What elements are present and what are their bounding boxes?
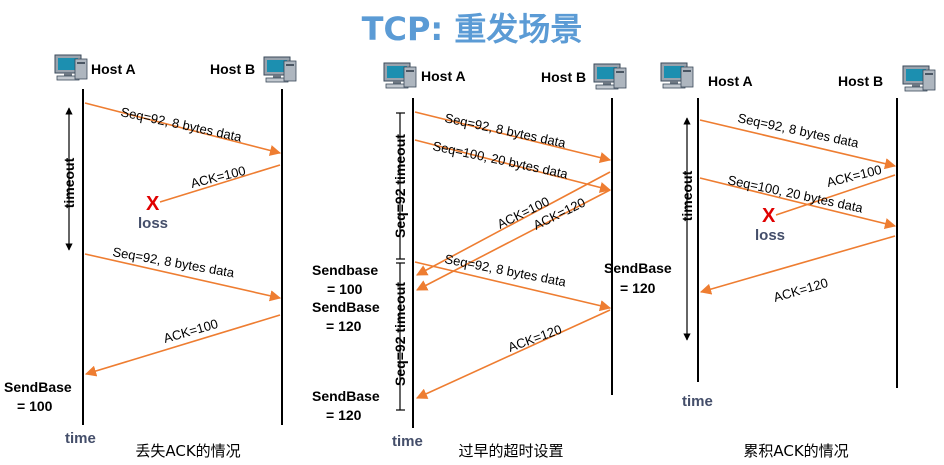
message-label: Seq=92, 8 bytes data — [111, 244, 236, 280]
ack-label: ACK=100 — [825, 162, 883, 190]
message-label: Seq=92, 8 bytes data — [736, 110, 860, 150]
loss-label: loss — [755, 227, 785, 244]
host-b-label: Host B — [838, 73, 883, 89]
message-arrow — [414, 111, 612, 164]
time-label: time — [65, 430, 96, 447]
sendbase-label: SendBase — [4, 379, 72, 395]
scenario-lost-ack: Host A Host B timeout Seq=92, 8 bytes da… — [4, 54, 297, 460]
ack-label: ACK=120 — [506, 322, 564, 355]
message-arrow — [699, 119, 897, 170]
host-b-label: Host B — [210, 61, 255, 77]
message-arrow — [414, 261, 612, 312]
timeout-label: Seq=92 timeout — [392, 134, 408, 238]
time-label: time — [682, 393, 713, 410]
loss-label: loss — [138, 215, 168, 232]
sendbase-value: = 120 — [326, 407, 362, 423]
host-a-label: Host A — [91, 61, 136, 77]
scenario-caption: 累积ACK的情况 — [743, 442, 848, 460]
sendbase-value: = 100 — [17, 398, 53, 414]
time-label: time — [392, 433, 423, 450]
computer-icon — [593, 63, 627, 90]
timeout-label: Seq=92 timeout — [392, 282, 408, 386]
scenario-caption: 丢失ACK的情况 — [135, 442, 240, 460]
message-arrow — [84, 102, 282, 156]
ack-arrow — [415, 309, 611, 399]
computer-icon — [902, 65, 936, 92]
scenario-premature-timeout: Host A Host B Seq=92 timeout Seq=92 time… — [312, 62, 672, 460]
computer-icon — [660, 62, 694, 89]
message-label: Seq=92, 8 bytes data — [119, 104, 243, 144]
message-arrow — [414, 139, 612, 193]
host-a-label: Host A — [708, 73, 753, 89]
computer-icon — [54, 54, 88, 81]
sendbase-value: = 120 — [620, 280, 656, 296]
computer-icon — [383, 62, 417, 89]
computer-icon — [263, 56, 297, 83]
ack-label: ACK=120 — [772, 275, 830, 305]
host-b-label: Host B — [541, 69, 586, 85]
page-title: TCP: 重发场景 — [362, 10, 583, 48]
scenario-caption: 过早的超时设置 — [458, 442, 563, 460]
timeout-label: timeout — [679, 170, 695, 221]
sendbase-label: SendBase — [312, 299, 380, 315]
ack-arrow — [699, 235, 896, 295]
ack-arrow-lost — [159, 164, 281, 203]
sendbase-value: = 100 — [327, 281, 363, 297]
message-arrow — [699, 177, 897, 230]
host-a-label: Host A — [421, 68, 466, 84]
ack-arrow — [416, 171, 611, 276]
ack-arrow — [416, 189, 611, 291]
ack-arrow — [84, 314, 281, 377]
loss-mark: X — [146, 193, 160, 215]
ack-label: ACK=100 — [189, 163, 247, 191]
sendbase-value: = 120 — [326, 318, 362, 334]
loss-mark: X — [762, 205, 776, 227]
ack-arrow-lost — [775, 174, 896, 216]
sendbase-label: Sendbase — [312, 262, 378, 278]
sendbase-label: SendBase — [312, 388, 380, 404]
message-arrow — [84, 253, 282, 302]
sendbase-label: SendBase — [604, 260, 672, 276]
scenario-cumulative-ack: Host A Host B timeout Seq=92, 8 bytes da… — [660, 62, 936, 460]
timeout-label: timeout — [61, 157, 77, 208]
